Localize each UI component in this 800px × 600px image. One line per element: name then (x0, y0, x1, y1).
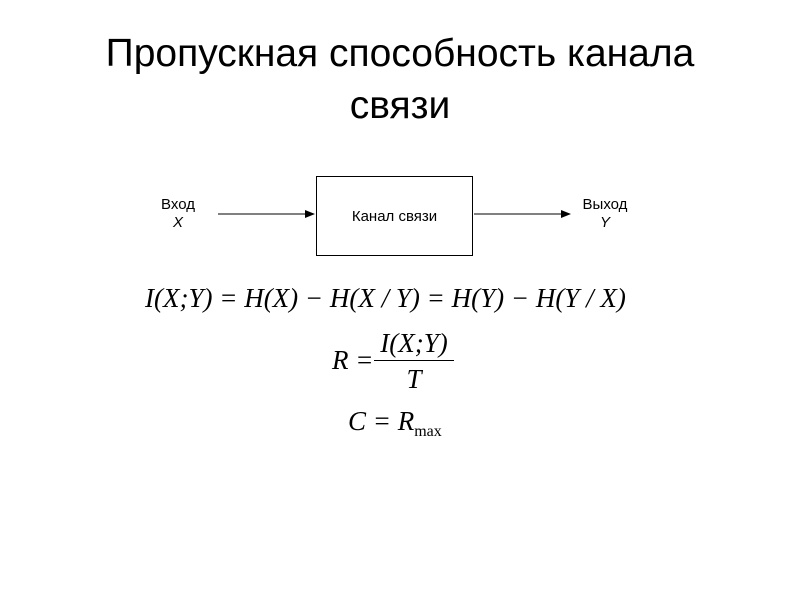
channel-label: Канал связи (351, 207, 438, 225)
input-variable: X (172, 214, 183, 231)
rate-denominator: T (406, 364, 422, 394)
input-label: Вход (161, 196, 195, 213)
output-node: Выход Y (565, 196, 645, 232)
mutual-information-formula: I(X;Y) = H(X) − H(X / Y) = H(Y) − H(Y / … (145, 283, 626, 313)
rate-fraction: I(X;Y) T (374, 328, 454, 394)
channel-box: Канал связи (316, 176, 473, 256)
slide-title-line2: связи (349, 84, 451, 127)
rate-lhs: R = (332, 345, 374, 375)
rate-numerator: I(X;Y) (380, 328, 448, 358)
slide-title: Пропускная способность канала связи (0, 28, 800, 132)
output-variable: Y (599, 214, 610, 231)
capacity-subscript: max (414, 423, 442, 440)
input-node: Вход X (138, 196, 218, 232)
fraction-bar (374, 360, 454, 361)
capacity-formula: C = Rmax (348, 406, 442, 447)
capacity-lhs: C = R (348, 406, 415, 436)
output-label: Выход (582, 196, 628, 213)
slide-title-line1: Пропускная способность канала (105, 32, 695, 75)
